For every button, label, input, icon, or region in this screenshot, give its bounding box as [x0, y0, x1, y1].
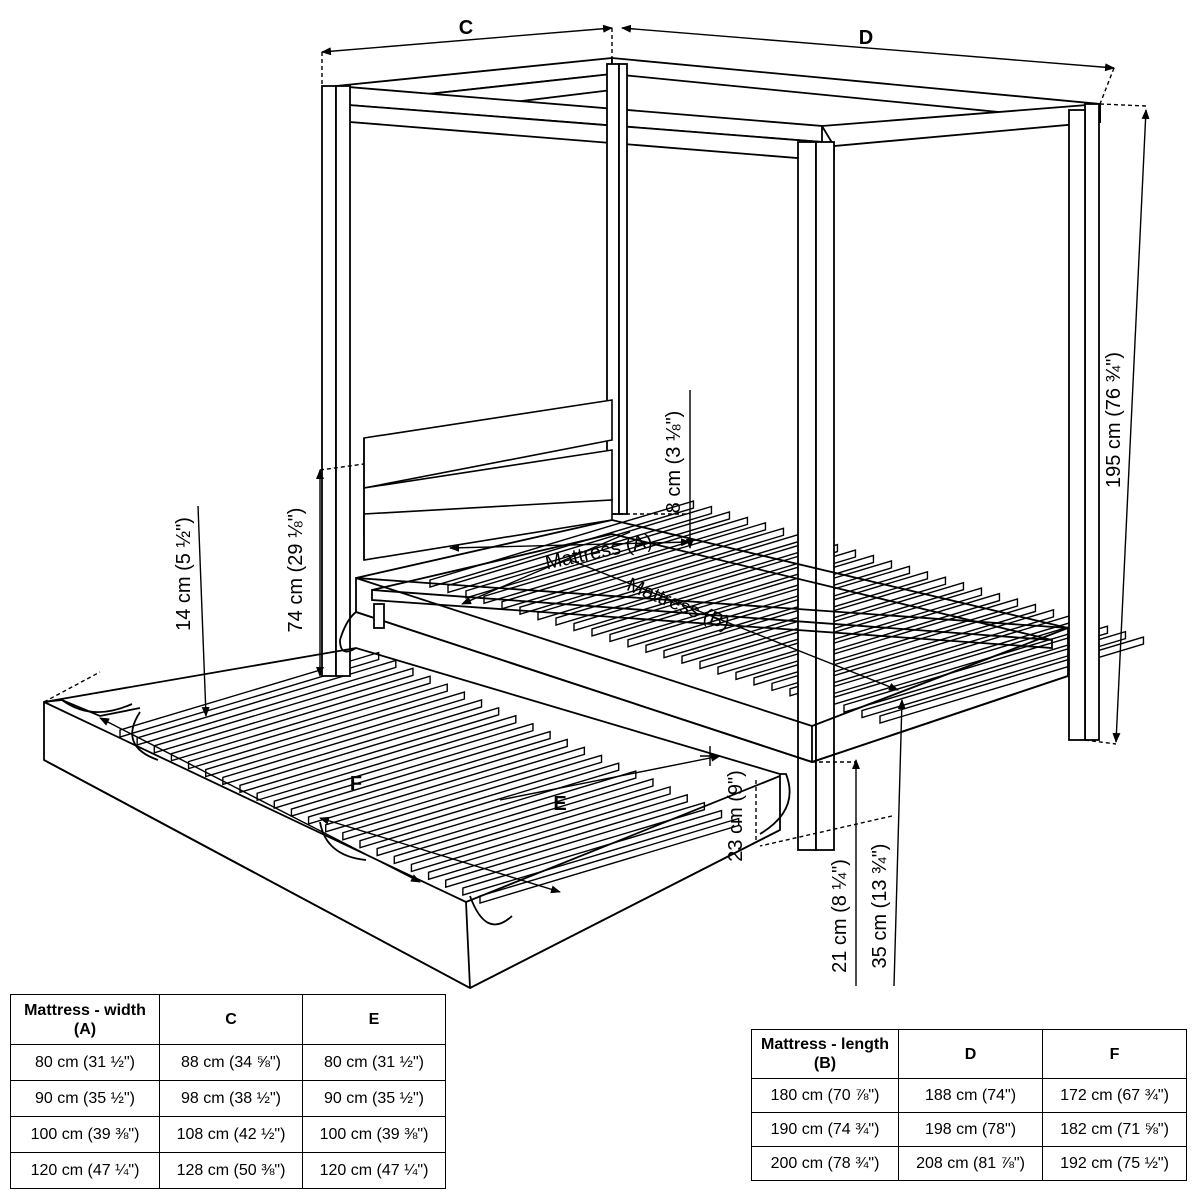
width-table-header-cell: C [159, 994, 303, 1045]
bed-frame [355, 519, 1069, 763]
table-cell: 120 cm (47 ¼") [10, 1152, 160, 1189]
dim-trundle-height: 23 cm (9") [725, 770, 747, 862]
width-table-header: Mattress - width (A) C E [10, 994, 446, 1045]
dim-headboard-gap: 8 cm (3 ⅛") [663, 411, 685, 514]
slat [753, 598, 1019, 686]
table-cell: 128 cm (50 ⅜") [159, 1152, 303, 1189]
table-cell: 90 cm (35 ½") [10, 1080, 160, 1117]
label-e: E [553, 793, 566, 815]
slat [479, 817, 740, 904]
table-cell: 100 cm (39 ⅜") [302, 1116, 446, 1153]
dimension-lines [43, 24, 1150, 987]
slat [429, 500, 695, 588]
dim-height-total: 195 cm (76 ¾") [1103, 352, 1125, 488]
slat [663, 570, 929, 659]
table-cell: 98 cm (38 ½") [159, 1080, 303, 1117]
length-table-header: Mattress - length (B) D F [751, 1029, 1187, 1079]
width-table: Mattress - width (A) C E 80 cm (31 ½") 8… [10, 994, 446, 1189]
table-row: 180 cm (70 ⅞") 188 cm (74") 172 cm (67 ¾… [751, 1078, 1187, 1113]
table-cell: 88 cm (34 ⅝") [159, 1044, 303, 1081]
slat [591, 549, 857, 637]
slat [609, 554, 875, 643]
table-row: 100 cm (39 ⅜") 108 cm (42 ½") 100 cm (39… [10, 1116, 446, 1153]
table-cell: 80 cm (31 ½") [302, 1044, 446, 1081]
table-cell: 172 cm (67 ¾") [1042, 1078, 1187, 1113]
headboard [363, 399, 613, 561]
length-table-header-cell: F [1042, 1029, 1187, 1079]
label-f: F [350, 773, 362, 795]
table-cell: 200 cm (78 ¾") [751, 1146, 899, 1181]
table-cell: 190 cm (74 ¾") [751, 1112, 899, 1147]
table-cell: 182 cm (71 ⅝") [1042, 1112, 1187, 1147]
table-cell: 208 cm (81 ⅞") [898, 1146, 1043, 1181]
table-cell: 120 cm (47 ¼") [302, 1152, 446, 1189]
bed-diagram: C D F E Mattress (A) Mattress (B) 195 cm… [43, 17, 1150, 990]
slat [681, 576, 947, 665]
dim-headboard-height: 74 cm (29 ⅛") [285, 508, 307, 633]
table-cell: 90 cm (35 ½") [302, 1080, 446, 1117]
slat [717, 587, 983, 675]
length-table-header-cell: Mattress - length (B) [751, 1029, 899, 1079]
slat [699, 581, 965, 670]
dim-trundle-side: 14 cm (5 ½") [173, 517, 195, 631]
table-cell: 108 cm (42 ½") [159, 1116, 303, 1153]
width-table-header-cell: E [302, 994, 446, 1045]
slat [789, 608, 1055, 697]
length-table-header-cell: D [898, 1029, 1043, 1079]
table-row: 90 cm (35 ½") 98 cm (38 ½") 90 cm (35 ½"… [10, 1080, 446, 1117]
slat [843, 625, 1109, 714]
table-row: 190 cm (74 ¾") 198 cm (78") 182 cm (71 ⅝… [751, 1112, 1187, 1147]
table-row: 80 cm (31 ½") 88 cm (34 ⅝") 80 cm (31 ½"… [10, 1044, 446, 1081]
table-cell: 192 cm (75 ½") [1042, 1146, 1187, 1181]
dim-clearance: 21 cm (8 ¼") [829, 859, 851, 973]
canopy-frame [321, 57, 1101, 851]
slat [447, 505, 713, 594]
slat [771, 603, 1037, 692]
table-row: 200 cm (78 ¾") 208 cm (81 ⅞") 192 cm (75… [751, 1146, 1187, 1181]
table-row: 120 cm (47 ¼") 128 cm (50 ⅜") 120 cm (47… [10, 1152, 446, 1189]
table-cell: 188 cm (74") [898, 1078, 1043, 1113]
width-table-header-cell: Mattress - width (A) [10, 994, 160, 1045]
label-d: D [859, 27, 873, 49]
trundle-drawer [43, 611, 791, 990]
table-cell: 180 cm (70 ⅞") [751, 1078, 899, 1113]
label-c: C [459, 17, 473, 39]
table-cell: 80 cm (31 ½") [10, 1044, 160, 1081]
table-cell: 198 cm (78") [898, 1112, 1043, 1147]
length-table: Mattress - length (B) D F 180 cm (70 ⅞")… [751, 1029, 1187, 1181]
slat [735, 592, 1001, 681]
trundle-slats [119, 651, 740, 904]
table-cell: 100 cm (39 ⅜") [10, 1116, 160, 1153]
dim-bed-height: 35 cm (13 ¾") [869, 844, 891, 969]
slat [573, 543, 839, 632]
